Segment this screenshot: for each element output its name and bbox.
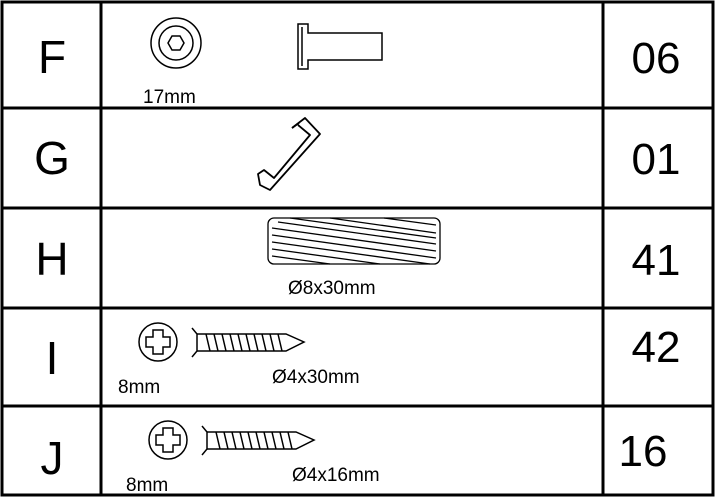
part-letter: G bbox=[34, 132, 70, 184]
part-letter: F bbox=[38, 31, 66, 83]
table-row: I 42 8mm Ø4x30mm bbox=[46, 322, 681, 398]
table-row: G 01 bbox=[34, 117, 681, 191]
allen-key-icon bbox=[257, 117, 321, 191]
part-quantity: 41 bbox=[632, 236, 681, 285]
screw-icon bbox=[191, 327, 306, 358]
part-quantity: 42 bbox=[632, 323, 681, 372]
table-row: J 16 8mm Ø4x16mm bbox=[41, 420, 668, 496]
screw-size-label: Ø4x30mm bbox=[272, 367, 360, 388]
part-quantity: 06 bbox=[632, 34, 681, 83]
hex-bolt-icon bbox=[297, 23, 383, 70]
part-letter: I bbox=[46, 332, 59, 384]
screw-head-label: 8mm bbox=[126, 475, 168, 496]
part-letter: H bbox=[35, 233, 68, 285]
phillips-head-icon bbox=[148, 420, 188, 460]
screw-head-label: 8mm bbox=[118, 377, 160, 398]
table-row: H 41 Ø8x30mm bbox=[35, 217, 681, 299]
part-quantity: 16 bbox=[619, 427, 668, 476]
phillips-head-icon bbox=[138, 322, 178, 362]
screw-size-label: Ø4x16mm bbox=[292, 465, 380, 486]
part-letter: J bbox=[41, 432, 64, 484]
bolt-head-icon bbox=[150, 17, 202, 69]
dowel-size-label: Ø8x30mm bbox=[288, 278, 376, 299]
table-row: F 06 17mm bbox=[38, 17, 681, 108]
wooden-dowel-icon bbox=[267, 217, 441, 265]
screw-icon bbox=[201, 425, 316, 456]
part-quantity: 01 bbox=[632, 135, 681, 184]
bolt-size-label: 17mm bbox=[143, 87, 196, 108]
